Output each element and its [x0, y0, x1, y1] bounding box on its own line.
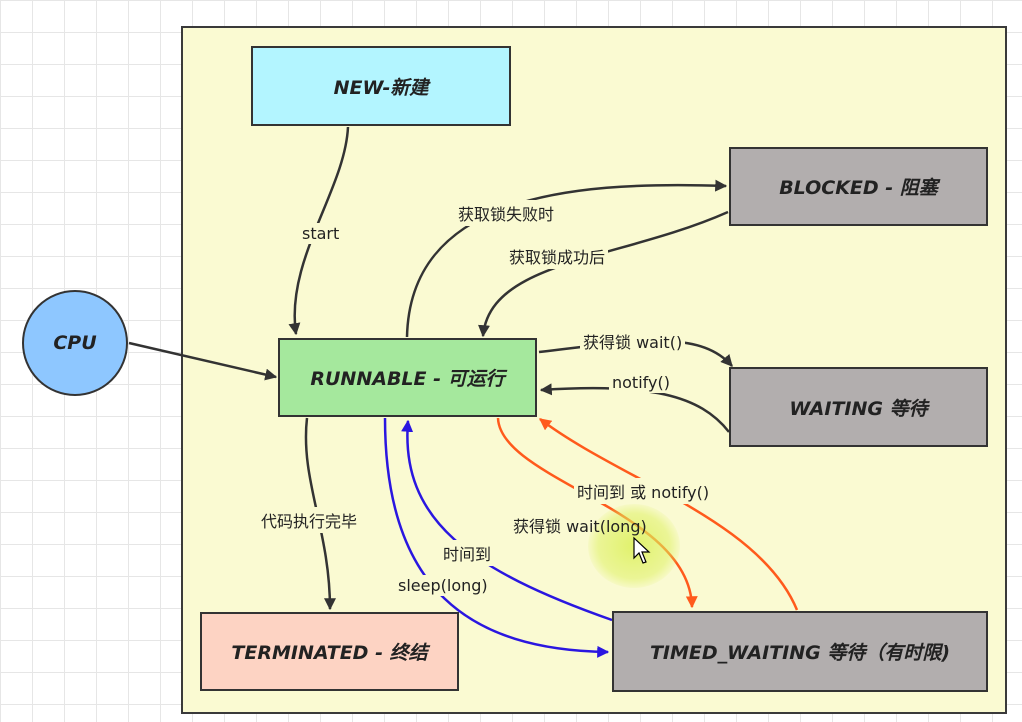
edge-cpu-to-runnable	[128, 341, 278, 381]
label-wait-long: 获得锁 wait(long)	[513, 517, 647, 536]
label-sleep: sleep(long)	[395, 575, 491, 596]
label-notify: notify()	[609, 372, 673, 393]
state-waiting[interactable]: WAITING 等待	[729, 367, 988, 447]
edge-waiting-to-runnable	[539, 383, 730, 433]
state-blocked[interactable]: BLOCKED - 阻塞	[729, 147, 988, 226]
label-wait: 获得锁 wait()	[580, 328, 686, 354]
label-start: start	[299, 223, 343, 244]
edge-timed-to-runnable-timeout	[401, 419, 613, 622]
label-time-or-notify: 时间到 或 notify()	[574, 478, 713, 504]
edge-blocked-to-runnable	[478, 210, 729, 338]
state-new[interactable]: NEW-新建	[251, 46, 511, 126]
state-runnable[interactable]: RUNNABLE - 可运行	[278, 338, 537, 417]
label-lock-fail: 获取锁失败时	[455, 200, 558, 226]
label-lock-success: 获取锁成功后	[506, 243, 609, 269]
label-time-up: 时间到	[440, 540, 495, 566]
label-finished: 代码执行完毕	[258, 507, 361, 533]
edge-runnable-to-timed-sleep	[383, 417, 610, 658]
mouse-cursor-icon	[633, 536, 651, 564]
state-terminated[interactable]: TERMINATED - 终结	[200, 612, 459, 691]
cpu-node[interactable]: CPU	[22, 290, 128, 396]
state-timed-waiting[interactable]: TIMED_WAITING 等待（有时限)	[612, 611, 988, 692]
